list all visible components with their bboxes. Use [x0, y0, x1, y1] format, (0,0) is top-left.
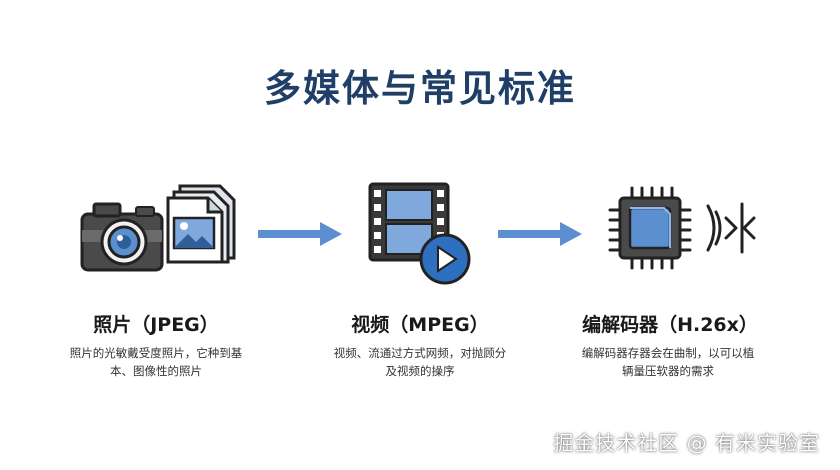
page-title: 多媒体与常见标准 — [264, 67, 576, 110]
desc-line: 及视频的操序 — [385, 364, 455, 378]
column-desc-h26x: 编解码器存器会在曲制，以可以植 辆量压软器的需求 — [548, 344, 788, 380]
desc-line: 视频、流通过方式网频，对抛顾分 — [333, 346, 507, 360]
watermark: 掘金技术社区 @ 有米实验室 — [553, 431, 820, 455]
desc-line: 编解码器存器会在曲制，以可以植 — [581, 346, 755, 360]
image-stack-icon — [166, 184, 236, 264]
arrow-right-icon — [498, 222, 582, 246]
column-title-jpeg: 照片（JPEG） — [93, 314, 219, 336]
chip-icon — [608, 186, 692, 270]
column-desc-mpeg: 视频、流通过方式网频，对抛顾分 及视频的操序 — [300, 344, 540, 380]
camera-icon — [80, 202, 164, 272]
compress-icon — [706, 202, 756, 254]
desc-line: 本、图像性的照片 — [110, 364, 202, 378]
column-title-h26x: 编解码器（H.26x） — [582, 314, 758, 336]
desc-line: 辆量压软器的需求 — [622, 364, 714, 378]
column-title-mpeg: 视频（MPEG） — [351, 314, 489, 336]
desc-line: 照片的光敏戴受度照片，它种到基 — [69, 346, 243, 360]
arrow-right-icon — [258, 222, 342, 246]
play-button-icon — [419, 233, 471, 285]
column-desc-jpeg: 照片的光敏戴受度照片，它种到基 本、图像性的照片 — [36, 344, 276, 380]
